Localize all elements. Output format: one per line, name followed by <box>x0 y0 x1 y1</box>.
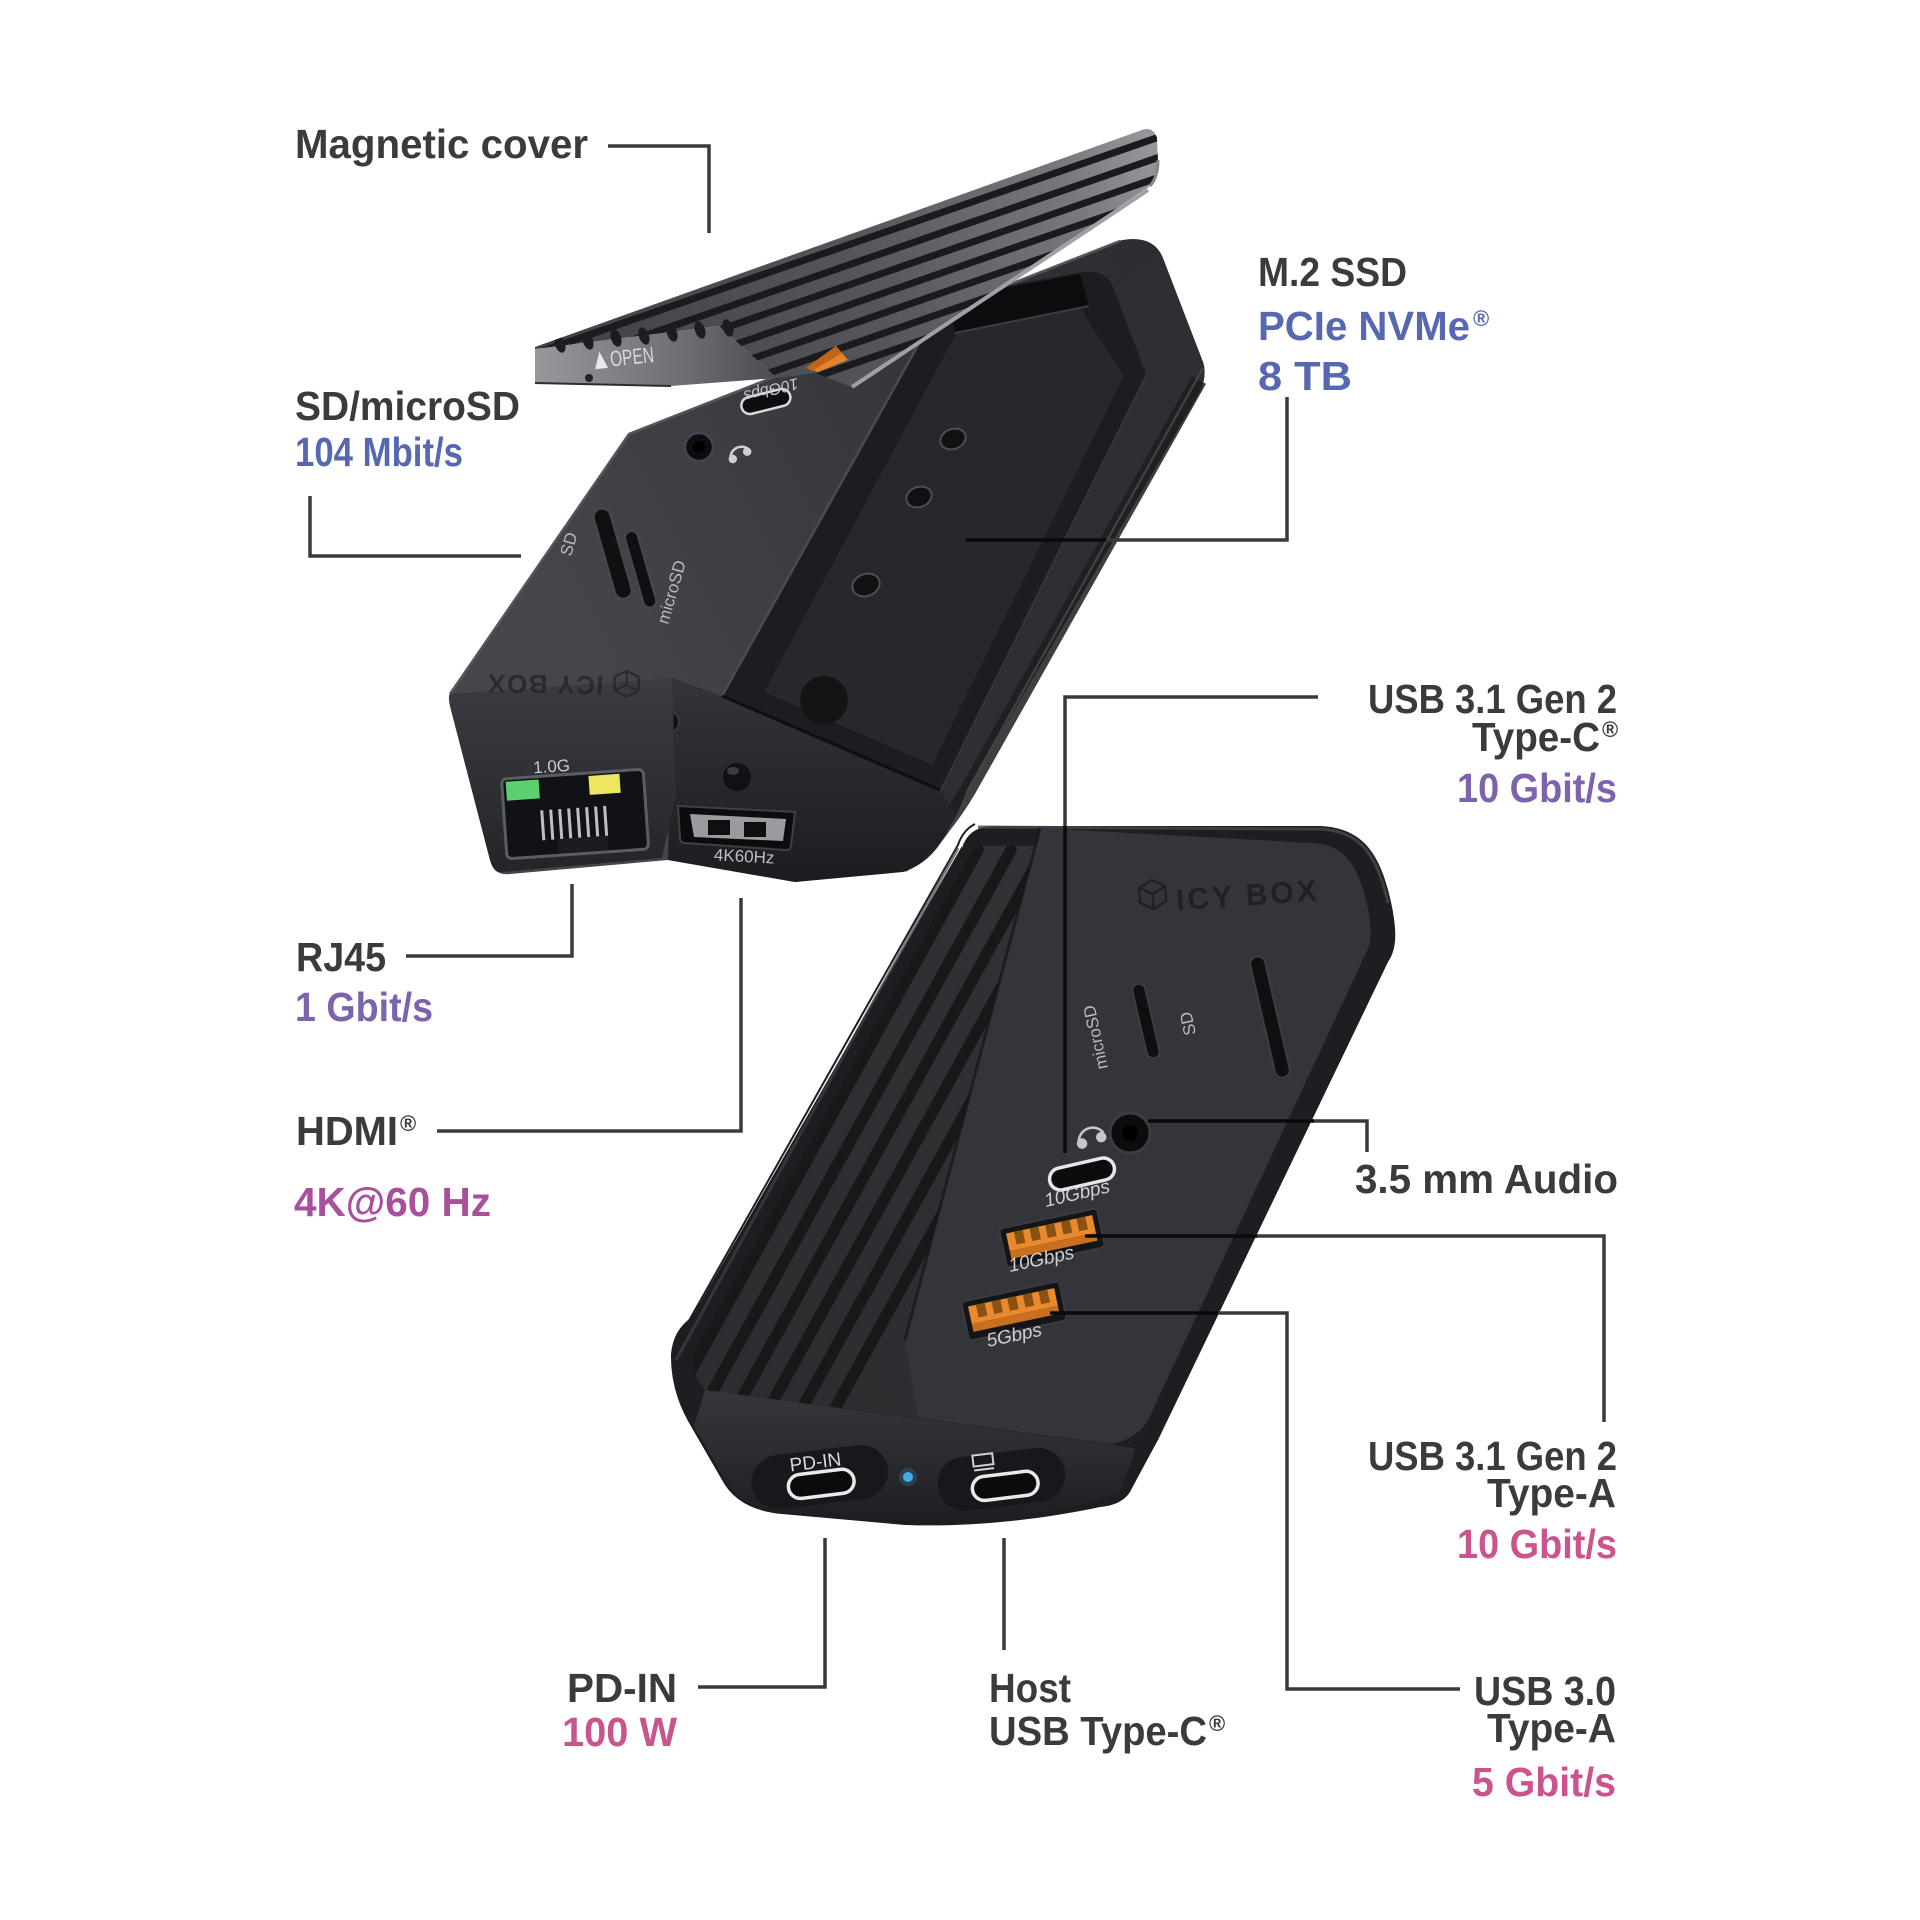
svg-text:3.5 mm Audio: 3.5 mm Audio <box>1355 1156 1618 1202</box>
svg-text:4K@60 Hz: 4K@60 Hz <box>294 1179 491 1225</box>
svg-text:HDMI: HDMI <box>296 1108 398 1154</box>
svg-text:®: ® <box>1209 1711 1225 1736</box>
svg-text:Type-C: Type-C <box>1472 714 1600 760</box>
svg-text:8 TB: 8 TB <box>1258 353 1352 399</box>
svg-text:104 Mbit/s: 104 Mbit/s <box>295 429 463 475</box>
svg-text:M.2 SSD: M.2 SSD <box>1258 249 1407 295</box>
svg-text:Type-A: Type-A <box>1487 1470 1616 1516</box>
svg-text:®: ® <box>1602 717 1618 742</box>
svg-text:5 Gbit/s: 5 Gbit/s <box>1472 1759 1616 1805</box>
svg-text:®: ® <box>400 1111 416 1136</box>
svg-text:4K60Hz: 4K60Hz <box>713 845 774 867</box>
svg-text:100 W: 100 W <box>562 1709 677 1755</box>
svg-text:PCIe NVMe: PCIe NVMe <box>1258 303 1470 349</box>
svg-text:Magnetic cover: Magnetic cover <box>295 121 588 167</box>
svg-text:Type-A: Type-A <box>1487 1705 1616 1751</box>
svg-text:USB Type-C: USB Type-C <box>989 1708 1207 1754</box>
svg-text:OPEN: OPEN <box>609 342 655 371</box>
svg-text:PD-IN: PD-IN <box>567 1665 677 1711</box>
svg-text:10 Gbit/s: 10 Gbit/s <box>1457 1521 1617 1567</box>
svg-text:10 Gbit/s: 10 Gbit/s <box>1457 765 1617 811</box>
svg-text:USB 3.1 Gen 2: USB 3.1 Gen 2 <box>1368 1433 1617 1479</box>
svg-text:SD/microSD: SD/microSD <box>295 383 520 429</box>
svg-text:USB 3.1 Gen 2: USB 3.1 Gen 2 <box>1368 676 1617 722</box>
svg-text:ICY BOX: ICY BOX <box>486 668 603 700</box>
svg-text:®: ® <box>1473 306 1489 331</box>
svg-text:1.0G: 1.0G <box>533 756 571 778</box>
svg-text:1 Gbit/s: 1 Gbit/s <box>295 984 433 1030</box>
svg-text:USB 3.0: USB 3.0 <box>1474 1668 1616 1714</box>
svg-text:Host: Host <box>989 1665 1071 1711</box>
svg-text:SD: SD <box>1176 1010 1199 1037</box>
svg-text:RJ45: RJ45 <box>296 934 386 980</box>
